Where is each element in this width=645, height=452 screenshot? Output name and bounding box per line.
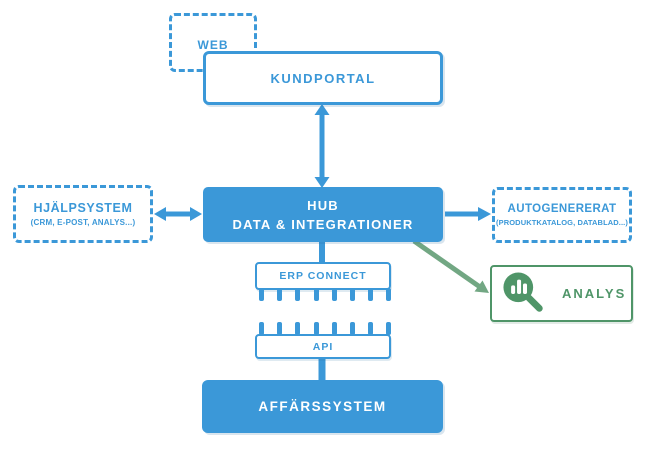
pin xyxy=(350,288,355,301)
node-affarssystem: AFFÄRSSYSTEM xyxy=(202,380,443,433)
node-hjalpsystem: HJÄLPSYSTEM (CRM, E-POST, ANALYS...) xyxy=(13,185,153,243)
node-erp-connect-label: ERP CONNECT xyxy=(279,270,367,282)
node-analys: ANALYS xyxy=(490,265,633,322)
magnifier-bar-chart-icon xyxy=(503,271,543,312)
node-autogenererat-sublabel: (PRODUKTKATALOG, DATABLAD...) xyxy=(496,218,628,227)
pin xyxy=(368,288,373,301)
pin xyxy=(386,322,391,335)
pin xyxy=(386,288,391,301)
pin xyxy=(314,288,319,301)
node-api: API xyxy=(255,334,391,359)
pin xyxy=(295,288,300,301)
node-erp-connect: ERP CONNECT xyxy=(255,262,391,290)
node-hjalpsystem-label: HJÄLPSYSTEM xyxy=(33,201,133,215)
node-affarssystem-label: AFFÄRSSYSTEM xyxy=(258,399,387,414)
pin xyxy=(259,288,264,301)
node-hjalpsystem-sublabel: (CRM, E-POST, ANALYS...) xyxy=(30,218,136,227)
arrow-hjalpsystem-hub xyxy=(154,207,202,221)
pin xyxy=(277,288,282,301)
arrow-hub-autogenererat xyxy=(445,207,491,221)
pin xyxy=(259,322,264,335)
pin xyxy=(295,322,300,335)
node-autogenererat: AUTOGENERERAT (PRODUKTKATALOG, DATABLAD.… xyxy=(492,187,632,243)
node-analys-label: ANALYS xyxy=(562,286,627,301)
node-web-label: WEB xyxy=(197,38,229,52)
node-autogenererat-label: AUTOGENERERAT xyxy=(507,203,617,215)
pin xyxy=(350,322,355,335)
pin xyxy=(314,322,319,335)
api-pins xyxy=(0,322,645,335)
node-hub-label-line1: HUB xyxy=(307,197,339,213)
pin xyxy=(332,322,337,335)
node-kundportal: KUNDPORTAL xyxy=(203,51,443,105)
pin xyxy=(277,322,282,335)
node-hub: HUB DATA & INTEGRATIONER xyxy=(203,187,443,242)
pin xyxy=(368,322,373,335)
node-kundportal-label: KUNDPORTAL xyxy=(270,70,376,86)
pin xyxy=(332,288,337,301)
arrow-hub-analys xyxy=(412,238,489,293)
node-hub-label-line2: DATA & INTEGRATIONER xyxy=(232,216,414,232)
arrow-kundportal-hub xyxy=(314,104,330,188)
node-api-label: API xyxy=(312,340,334,353)
erp-connect-pins xyxy=(0,288,645,301)
